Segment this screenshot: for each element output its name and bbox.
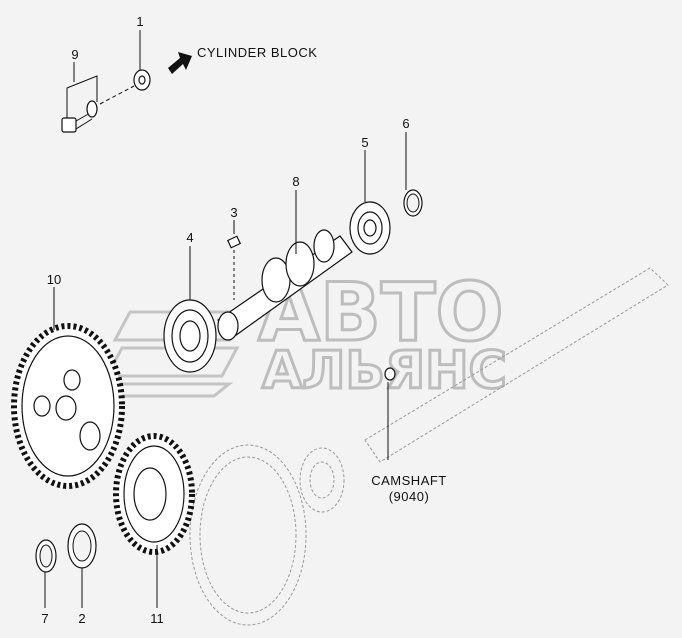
gear-part-10 — [11, 323, 125, 489]
nut-part-1 — [99, 69, 151, 105]
part-number-1: 1 — [136, 14, 143, 29]
part-number-5: 5 — [361, 135, 368, 150]
part-number-10: 10 — [47, 272, 61, 287]
key-part-3 — [226, 235, 242, 249]
camshaft-code-label: (9040) — [389, 489, 430, 504]
bearing-part-4 — [163, 299, 217, 373]
part-number-3: 3 — [230, 205, 237, 220]
camshaft-label: CAMSHAFT — [371, 473, 447, 488]
bearing-part-5 — [349, 201, 391, 255]
part-number-7: 7 — [41, 611, 48, 626]
snap-ring-part-7 — [35, 539, 57, 573]
part-number-2: 2 — [78, 611, 85, 626]
washer-part-2 — [67, 523, 97, 569]
part-number-6: 6 — [402, 116, 409, 131]
cylinder-block-arrow-icon — [168, 52, 192, 74]
shaft-part-8 — [217, 229, 353, 341]
part-number-4: 4 — [186, 230, 193, 245]
cylinder-block-label: CYLINDER BLOCK — [197, 45, 317, 60]
bolt-part-9 — [61, 100, 98, 133]
gear-part-11 — [113, 433, 195, 555]
camshaft-ghost-outline — [189, 267, 669, 626]
watermark-line2: АЛЬЯНС — [262, 341, 507, 401]
part-number-9: 9 — [71, 47, 78, 62]
part-number-11: 11 — [150, 611, 164, 626]
part-number-8: 8 — [292, 174, 299, 189]
snap-ring-part-6 — [403, 189, 423, 217]
